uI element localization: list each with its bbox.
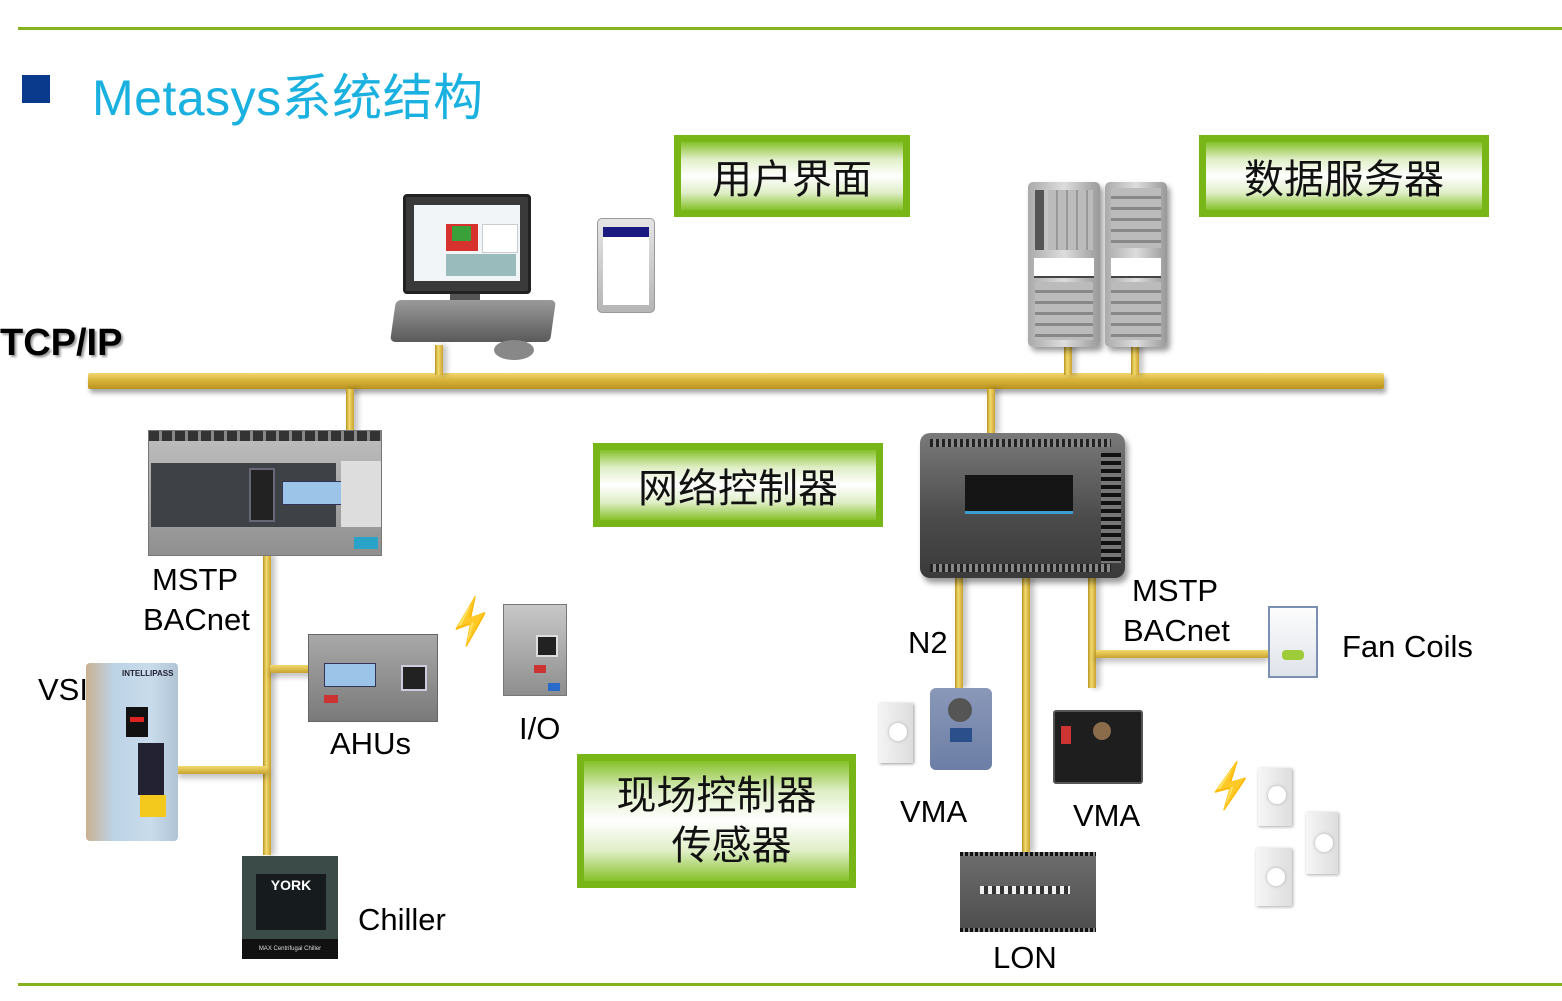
wireless-bolt-icon: ⚡: [440, 592, 503, 652]
wire-lon-trunk: [1022, 578, 1030, 853]
mstp-left-label: MSTP: [152, 562, 239, 597]
vma-left-label: VMA: [900, 794, 968, 829]
tier-box-label: 数据服务器: [1244, 157, 1444, 203]
tier-box-data-server: 数据服务器: [1199, 135, 1489, 217]
tier-box-label-line1: 现场控制器: [616, 773, 817, 819]
vsd-drive-icon: INTELLIPASS: [86, 663, 178, 841]
wireless-sensor-icon: [1258, 768, 1292, 826]
fan-coil-thermostat-icon: [1268, 606, 1318, 678]
vsd-brand-text: INTELLIPASS: [122, 669, 174, 678]
chiller-model-text: MAX Centrifugal Chiller: [242, 939, 338, 959]
tier-box-label: 网络控制器: [638, 466, 838, 512]
network-controller-left-icon: [148, 430, 382, 556]
handheld-pda-icon: [597, 218, 655, 313]
n2-label: N2: [908, 625, 948, 660]
vsd-label: VSI: [38, 672, 88, 707]
room-sensor-icon: [879, 703, 913, 763]
wire-server-a: [1064, 345, 1072, 375]
wire-server-b: [1131, 345, 1139, 375]
bottom-rule: [18, 983, 1562, 986]
wire-to-ahu: [270, 665, 312, 673]
tier-box-network-controller: 网络控制器: [593, 443, 883, 527]
fan-coils-label: Fan Coils: [1342, 629, 1473, 664]
wire-left-mstp-trunk: [263, 555, 271, 855]
tier-box-user-interface: 用户界面: [674, 135, 910, 217]
io-label: I/O: [519, 711, 561, 746]
mouse-icon: [494, 340, 534, 360]
wire-to-fan-coils: [1096, 650, 1268, 658]
ahus-label: AHUs: [330, 726, 411, 761]
chiller-brand-text: YORK: [270, 877, 312, 893]
tcpip-label: TCP/IP: [0, 322, 123, 364]
wire-workstation: [435, 345, 443, 375]
title-bullet-icon: [22, 75, 50, 103]
wire-mstp-right-trunk: [1088, 578, 1096, 688]
chiller-label: Chiller: [358, 902, 446, 937]
wireless-bolt-icon: ⚡: [1201, 758, 1261, 814]
wire-to-vsd: [178, 766, 268, 774]
wire-left-nae: [346, 389, 354, 433]
lon-controller-icon: [960, 852, 1096, 932]
vma-bacnet-controller-icon: [1053, 710, 1143, 784]
tcpip-backbone: [88, 373, 1384, 389]
server-tower-icon: [1105, 182, 1167, 347]
ahu-controller-icon: [308, 634, 438, 722]
top-rule: [18, 27, 1562, 30]
chiller-panel-icon: YORK MAX Centrifugal Chiller: [242, 856, 338, 959]
title-latin: Metasys: [92, 70, 282, 126]
vma-right-label: VMA: [1073, 798, 1141, 833]
title-cn: 系统结构: [281, 69, 484, 127]
wireless-sensor-icon: [1256, 848, 1292, 906]
vma-n2-controller-icon: [930, 688, 992, 770]
tier-box-field-controller: 现场控制器 传感器: [577, 754, 856, 888]
server-tower-icon: [1028, 182, 1100, 347]
tier-box-label-line2: 传感器: [671, 823, 792, 869]
bacnet-left-label: BACnet: [143, 602, 250, 637]
wire-n2-trunk: [955, 578, 963, 688]
page-title: Metasys系统结构: [92, 58, 484, 130]
tier-box-label: 用户界面: [712, 157, 872, 203]
bacnet-right-label: BACnet: [1123, 613, 1230, 648]
wire-right-nae: [987, 389, 995, 434]
network-controller-right-icon: [920, 433, 1125, 578]
workstation-monitor-icon: [403, 194, 531, 294]
mstp-right-label: MSTP: [1132, 573, 1219, 608]
keyboard-icon: [390, 300, 556, 342]
wireless-sensor-icon: [1306, 812, 1338, 874]
lon-label: LON: [993, 940, 1057, 975]
io-module-icon: [503, 604, 567, 696]
